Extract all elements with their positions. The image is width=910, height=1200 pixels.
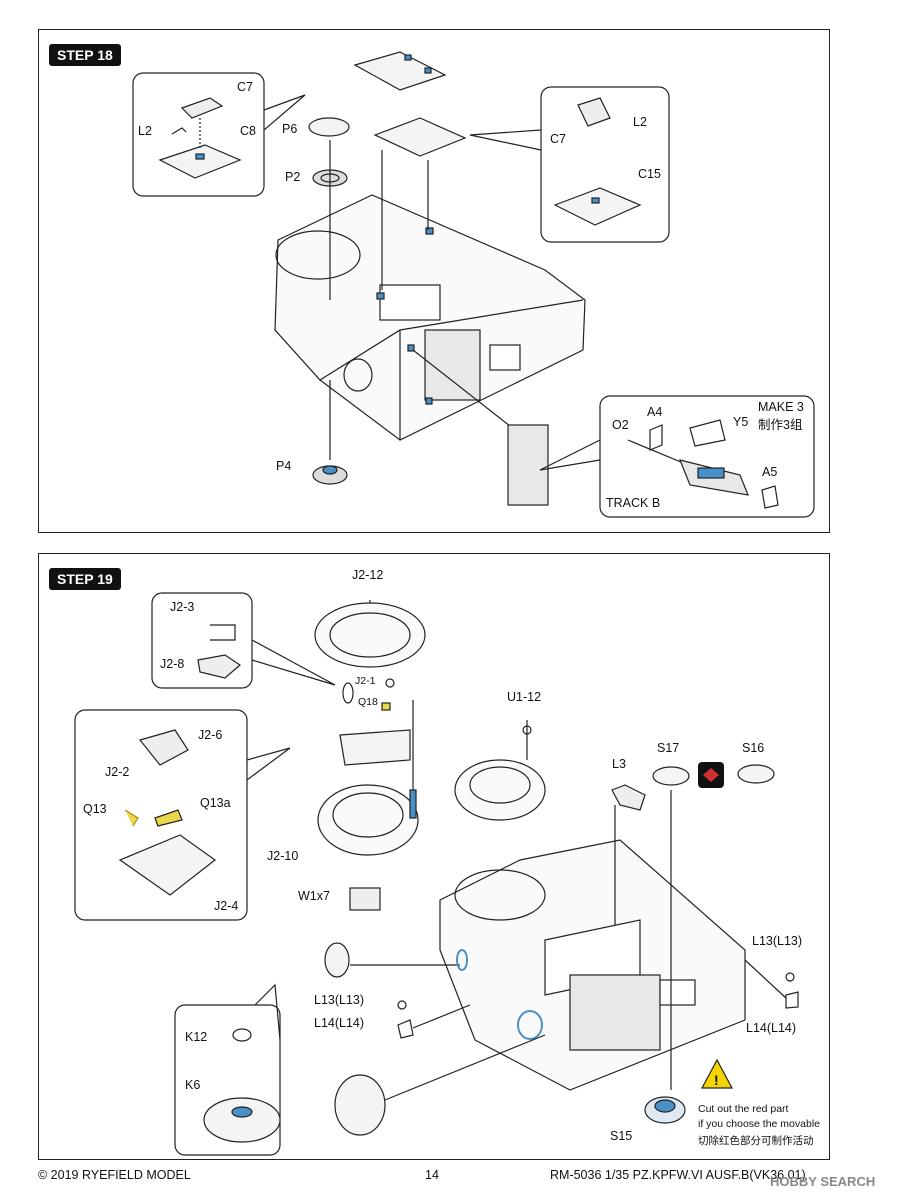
label-k6: K6 bbox=[185, 1078, 201, 1092]
label-c15: C15 bbox=[638, 167, 661, 181]
svg-text:!: ! bbox=[714, 1072, 719, 1088]
part-w1x7 bbox=[349, 887, 381, 911]
label-u1-12: U1-12 bbox=[507, 690, 542, 704]
label-j2-3: J2-3 bbox=[170, 600, 195, 614]
label-j2-6: J2-6 bbox=[198, 728, 223, 742]
label-s16: S16 bbox=[742, 741, 765, 755]
label-j2-2: J2-2 bbox=[105, 765, 130, 779]
label-p2: P2 bbox=[285, 170, 301, 184]
footer-product: RM-5036 1/35 PZ.KPFW.VI AUSF.B(VK36.01) bbox=[550, 1168, 806, 1182]
step18-badge: STEP 18 bbox=[49, 44, 121, 66]
label-l14-left: L14(L14) bbox=[314, 1016, 365, 1030]
label-j2-12: J2-12 bbox=[352, 568, 384, 582]
label-l13-left: L13(L13) bbox=[314, 993, 365, 1007]
label-p6: P6 bbox=[282, 122, 298, 136]
label-a4: A4 bbox=[647, 405, 663, 419]
label-j2-1: J2-1 bbox=[355, 675, 376, 687]
note-line1: Cut out the red part bbox=[698, 1103, 789, 1115]
label-y5: Y5 bbox=[733, 415, 749, 429]
label-l14-right: L14(L14) bbox=[746, 1021, 797, 1035]
label-j2-10: J2-10 bbox=[267, 849, 299, 863]
hatch-lower bbox=[373, 117, 467, 157]
label-make3-cn: 制作3组 bbox=[758, 418, 803, 432]
part-p6 bbox=[308, 117, 350, 137]
spare-track bbox=[507, 424, 549, 506]
label-p4: P4 bbox=[276, 459, 292, 473]
part-j2-10 bbox=[317, 784, 419, 856]
label-c7b: C7 bbox=[550, 132, 566, 146]
label-s15: S15 bbox=[610, 1129, 633, 1143]
label-l2a: L2 bbox=[138, 124, 152, 138]
part-s16 bbox=[737, 764, 775, 784]
detail-box-j2-8 bbox=[151, 592, 253, 689]
label-make3: MAKE 3 bbox=[758, 400, 804, 414]
label-k12: K12 bbox=[185, 1030, 208, 1044]
label-j2-4: J2-4 bbox=[214, 899, 239, 913]
label-l3: L3 bbox=[612, 757, 626, 771]
label-q18: Q18 bbox=[358, 696, 378, 708]
label-w1x7: W1x7 bbox=[298, 889, 330, 903]
note-line3: 切除红色部分可制作活动 bbox=[698, 1135, 814, 1147]
part-s17 bbox=[652, 766, 690, 786]
label-q13: Q13 bbox=[83, 802, 107, 816]
footer-copyright: © 2019 RYEFIELD MODEL bbox=[38, 1168, 191, 1182]
hatch-upper bbox=[353, 51, 447, 91]
footer-page-number: 14 bbox=[425, 1168, 439, 1182]
label-l13-right: L13(L13) bbox=[752, 934, 803, 948]
label-j2-8: J2-8 bbox=[160, 657, 185, 671]
label-c8: C8 bbox=[240, 124, 256, 138]
note-line2: if you choose the movable bbox=[698, 1118, 820, 1130]
warning-icon bbox=[700, 1058, 734, 1089]
label-trackb: TRACK B bbox=[606, 496, 661, 510]
detail-box-c8 bbox=[132, 72, 265, 197]
label-q13a: Q13a bbox=[200, 796, 231, 810]
step19-badge: STEP 19 bbox=[49, 568, 121, 590]
label-a5: A5 bbox=[762, 465, 778, 479]
detail-box-track-b bbox=[599, 395, 815, 518]
label-o2: O2 bbox=[612, 418, 629, 432]
label-c7a: C7 bbox=[237, 80, 253, 94]
cupola bbox=[454, 759, 546, 821]
label-l2b: L2 bbox=[633, 115, 647, 129]
label-s17: S17 bbox=[657, 741, 680, 755]
watermark: HOBBY SEARCH bbox=[770, 1174, 876, 1189]
